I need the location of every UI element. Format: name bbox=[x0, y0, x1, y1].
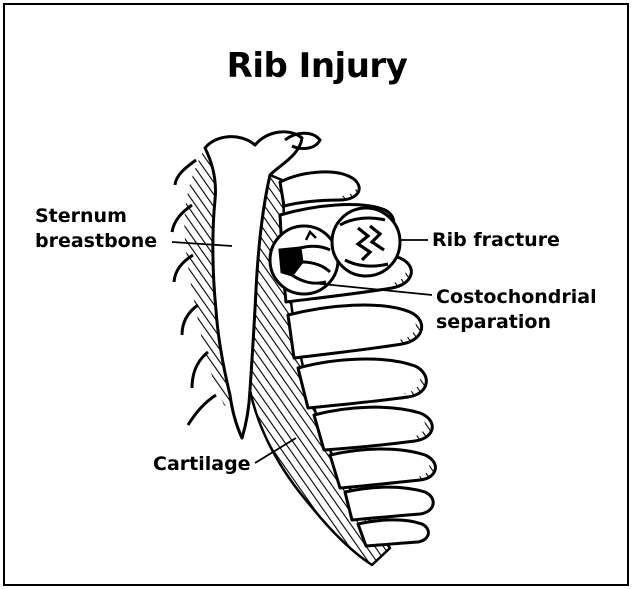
label-costochondrial-separation: Costochondrial separation bbox=[436, 285, 597, 335]
label-sternum: Sternum breastbone bbox=[35, 204, 157, 254]
label-cartilage: Cartilage bbox=[153, 452, 251, 477]
label-sternum-line1: Sternum bbox=[35, 204, 157, 229]
label-costo-line1: Costochondrial bbox=[436, 285, 597, 310]
label-costo-line2: separation bbox=[436, 310, 597, 335]
label-sternum-line2: breastbone bbox=[35, 229, 157, 254]
rib-fracture-magnifier bbox=[332, 208, 400, 276]
label-rib-fracture: Rib fracture bbox=[432, 228, 560, 253]
